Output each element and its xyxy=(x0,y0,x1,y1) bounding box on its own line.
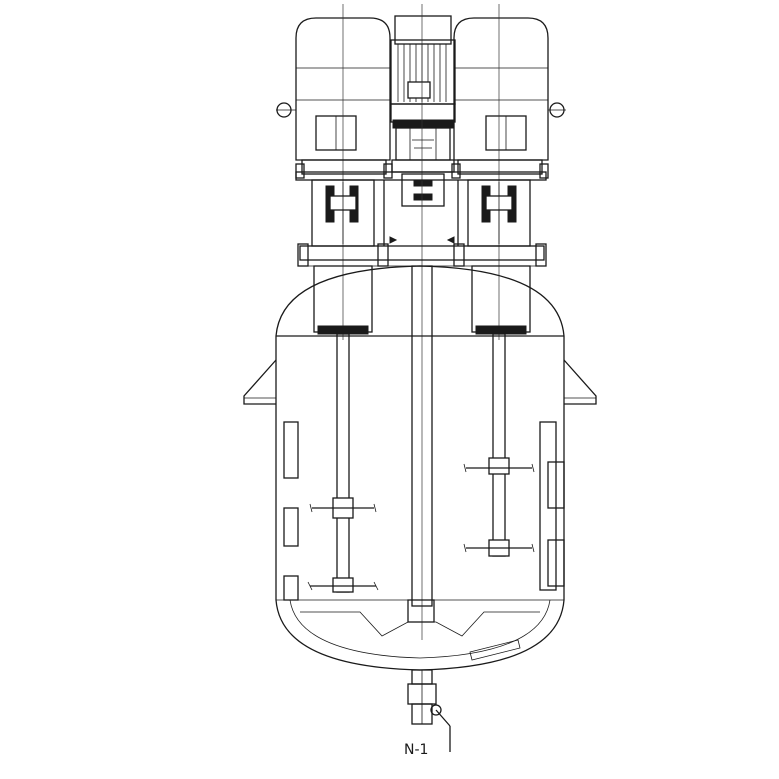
right-agitator xyxy=(463,333,535,557)
left-agitator xyxy=(307,333,379,593)
left-motor xyxy=(276,4,393,340)
support-lugs xyxy=(243,359,597,405)
valve-handwheel-icon xyxy=(430,704,442,716)
baffles xyxy=(283,421,565,601)
right-motor xyxy=(451,4,566,340)
discharge-valve xyxy=(407,669,451,752)
center-motor xyxy=(390,4,456,640)
nozzle-label: N-1 xyxy=(404,742,428,758)
